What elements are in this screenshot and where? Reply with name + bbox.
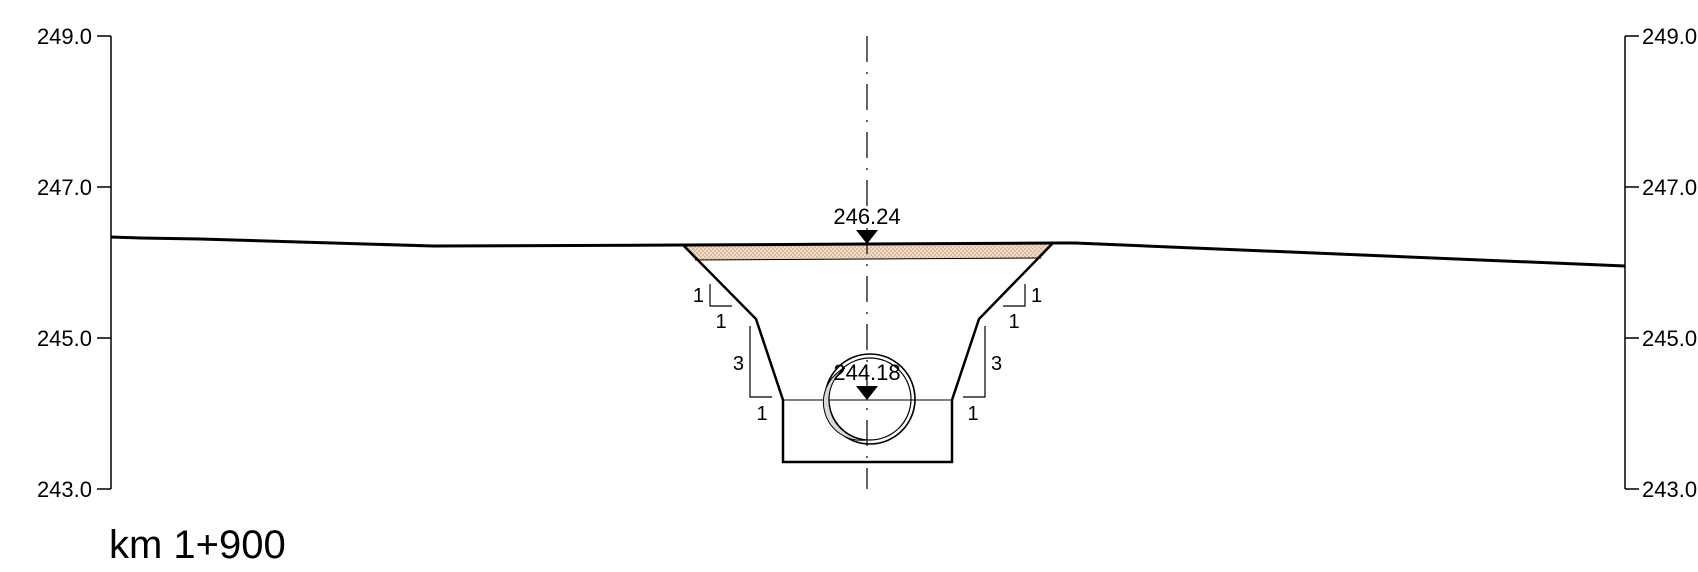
- top-elevation-marker-icon: [856, 230, 878, 244]
- slope-lower-left: 3 1: [733, 326, 772, 425]
- left-tick-label: 245.0: [37, 326, 92, 351]
- pipe-elevation-label: 244.18: [833, 360, 900, 385]
- pipe-icon: [822, 353, 916, 445]
- left-tick-label: 249.0: [37, 24, 92, 49]
- slope-upper-right: 1 1: [1003, 284, 1042, 333]
- slope-upper-right-v: 1: [1031, 285, 1042, 307]
- slope-upper-left: 1 1: [693, 284, 732, 333]
- right-axis: 249.0 247.0 245.0 243.0: [1624, 24, 1697, 502]
- slope-lower-left-h: 1: [756, 403, 767, 425]
- slope-lower-right-h: 1: [967, 403, 978, 425]
- slope-lower-right-v: 3: [991, 353, 1002, 375]
- slope-upper-left-h: 1: [715, 311, 726, 333]
- slope-lower-right: 3 1: [963, 326, 1002, 425]
- left-tick-label: 243.0: [37, 477, 92, 502]
- left-tick-label: 247.0: [37, 175, 92, 200]
- top-elevation-label: 246.24: [833, 204, 900, 229]
- right-tick-label: 249.0: [1642, 24, 1697, 49]
- station-label: km 1+900: [109, 523, 286, 567]
- topsoil-bottom-line: [694, 257, 1042, 261]
- right-tick-label: 245.0: [1642, 326, 1697, 351]
- topsoil-layer: [683, 243, 1053, 260]
- right-tick-label: 243.0: [1642, 477, 1697, 502]
- left-axis: 249.0 247.0 245.0 243.0: [37, 24, 112, 502]
- slope-upper-right-h: 1: [1008, 311, 1019, 333]
- trench-outline: [682, 242, 1054, 464]
- pipe-elevation-marker-icon: [856, 386, 878, 400]
- slope-lower-left-v: 3: [733, 353, 744, 375]
- right-tick-label: 247.0: [1642, 175, 1697, 200]
- slope-upper-left-v: 1: [693, 285, 704, 307]
